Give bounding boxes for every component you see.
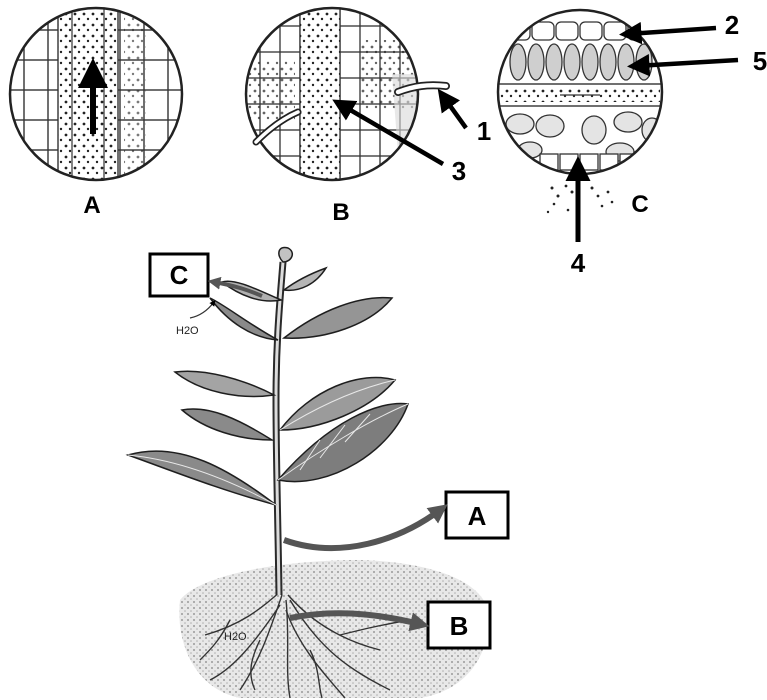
leaf-upper-left [175,371,274,396]
inset-b-label: B [332,199,349,226]
leaf-small-left [210,298,278,340]
callout-1: 1 [477,116,491,146]
stem-to-a-arrow [284,510,440,548]
inset-c-label: C [631,191,648,218]
box-b-label: B [450,611,469,641]
plant-illustration: H2O H2O C A B [128,247,508,698]
box-a-label: A [468,501,487,531]
soil-water-label: H2O [224,631,247,643]
pointer-1 [443,96,466,128]
callout-5: 5 [753,46,767,76]
leaf-top-right [284,268,326,290]
transpiration-arrow [190,302,214,318]
leaf-water-label: H2O [176,325,199,337]
box-c-label: C [170,260,189,290]
inset-a: A [8,6,188,219]
callout-4: 4 [571,248,586,278]
callout-2: 2 [725,10,739,40]
shoot-tip [279,247,292,262]
leaf-lower-left [128,451,276,505]
inset-c: 2 5 4 C [495,6,767,278]
pointer-2 [628,28,716,34]
inset-a-label: A [83,192,100,219]
inset-b: 1 3 B [245,6,491,226]
leaf-mid-left [182,409,272,440]
callout-3: 3 [452,156,466,186]
leaf-upper-right [284,298,392,339]
